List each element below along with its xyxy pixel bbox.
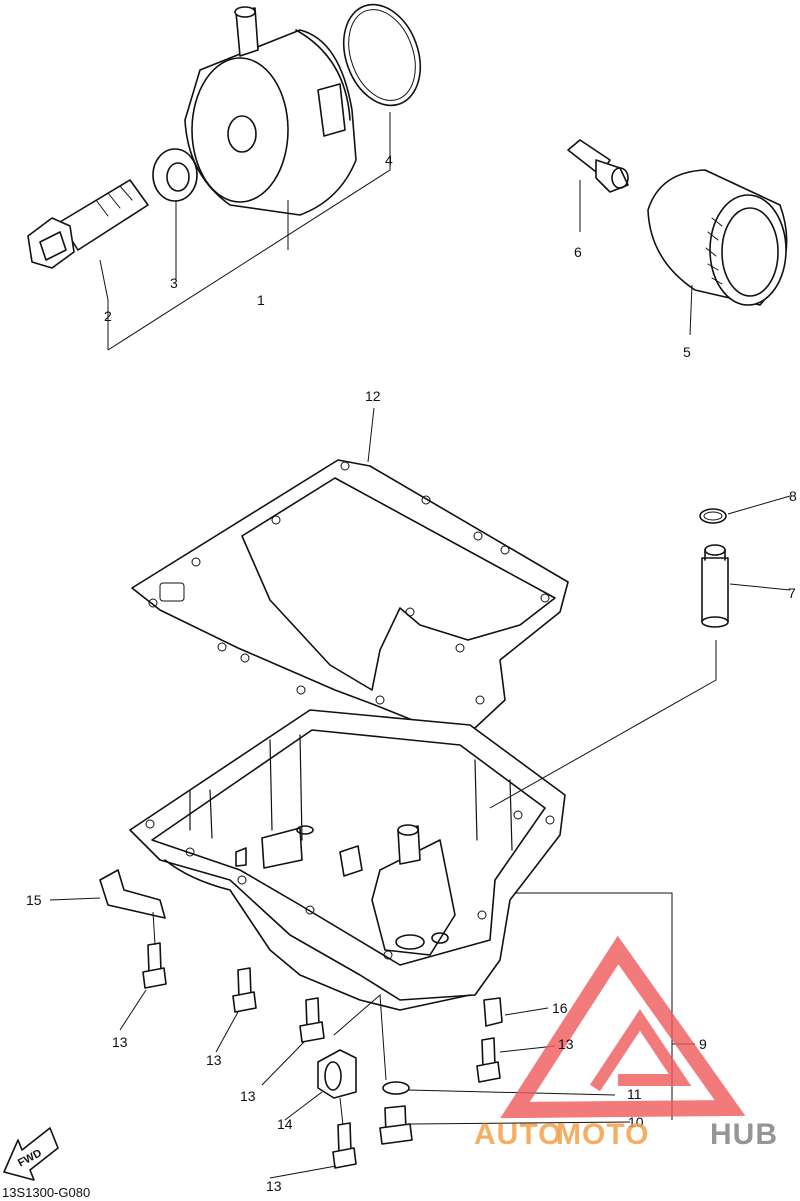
automotohub-logo-mark	[500, 935, 746, 1119]
callout-7: 7	[788, 585, 796, 601]
watermark-auto: AUTO	[474, 1118, 563, 1151]
drain-bolt-part-10	[379, 1105, 413, 1145]
callout-13-b: 13	[206, 1052, 222, 1068]
leader-lines	[49, 112, 791, 1179]
callout-15: 15	[26, 892, 42, 908]
guide-part-14	[317, 1049, 357, 1099]
o-ring-part-8	[699, 508, 727, 524]
pipe-part-7	[701, 544, 729, 628]
diagram-code: 13S1300-G080	[2, 1185, 91, 1200]
watermark-hub: HUB	[710, 1118, 778, 1151]
oil-filter-part-5	[647, 169, 788, 306]
callout-8: 8	[789, 488, 797, 504]
oil-pan-body	[129, 709, 566, 1011]
o-ring-part-4	[342, 3, 422, 107]
callout-13-a: 13	[112, 1034, 128, 1050]
gasket-part-12	[131, 459, 569, 741]
callout-13-c: 13	[240, 1088, 256, 1104]
washer-part-3	[152, 148, 198, 202]
callout-10: 10	[628, 1114, 644, 1130]
callout-14: 14	[277, 1116, 293, 1132]
callout-1: 1	[257, 292, 265, 308]
callout-13-d: 13	[558, 1036, 574, 1052]
callout-2: 2	[104, 308, 112, 324]
union-bolt-part-2	[27, 179, 149, 269]
gasket-part-11	[382, 1081, 410, 1095]
watermark-moto: MOTO	[556, 1118, 650, 1151]
stud-part-16	[483, 997, 503, 1027]
callout-12: 12	[365, 388, 381, 404]
fitting-part-6	[567, 139, 629, 193]
fwd-arrow-icon	[3, 1127, 59, 1181]
callout-9: 9	[699, 1036, 707, 1052]
bracket-part-15	[99, 869, 166, 919]
callout-4: 4	[385, 152, 393, 168]
callout-6: 6	[574, 244, 582, 260]
callout-13-e: 13	[266, 1178, 282, 1194]
bolts-part-13	[142, 942, 501, 1169]
callout-11: 11	[627, 1086, 642, 1102]
callout-3: 3	[170, 275, 178, 291]
oil-cooler-part-1	[184, 6, 357, 216]
callout-5: 5	[683, 344, 691, 360]
callout-16: 16	[552, 1000, 568, 1016]
